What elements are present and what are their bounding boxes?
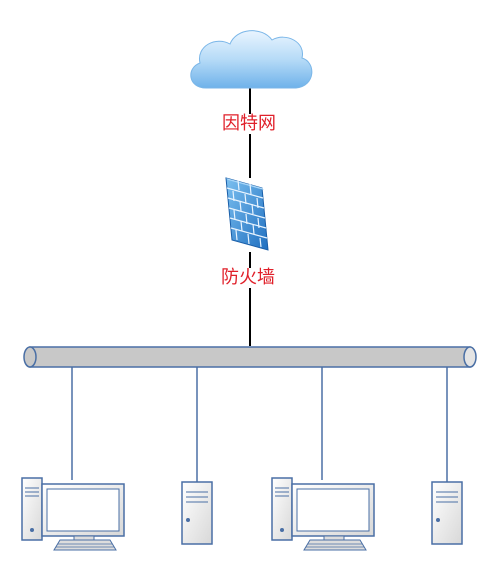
tower-server-icon <box>181 481 213 545</box>
network-bus-pipe <box>23 346 477 368</box>
internet-label: 因特网 <box>220 113 278 134</box>
desktop-pc-icon <box>21 477 125 551</box>
firewall-label: 防火墙 <box>219 267 277 288</box>
tower-server-icon <box>431 481 463 545</box>
desktop-pc-icon <box>271 477 375 551</box>
brick-wall-icon <box>225 177 269 251</box>
cloud-icon <box>190 30 313 89</box>
